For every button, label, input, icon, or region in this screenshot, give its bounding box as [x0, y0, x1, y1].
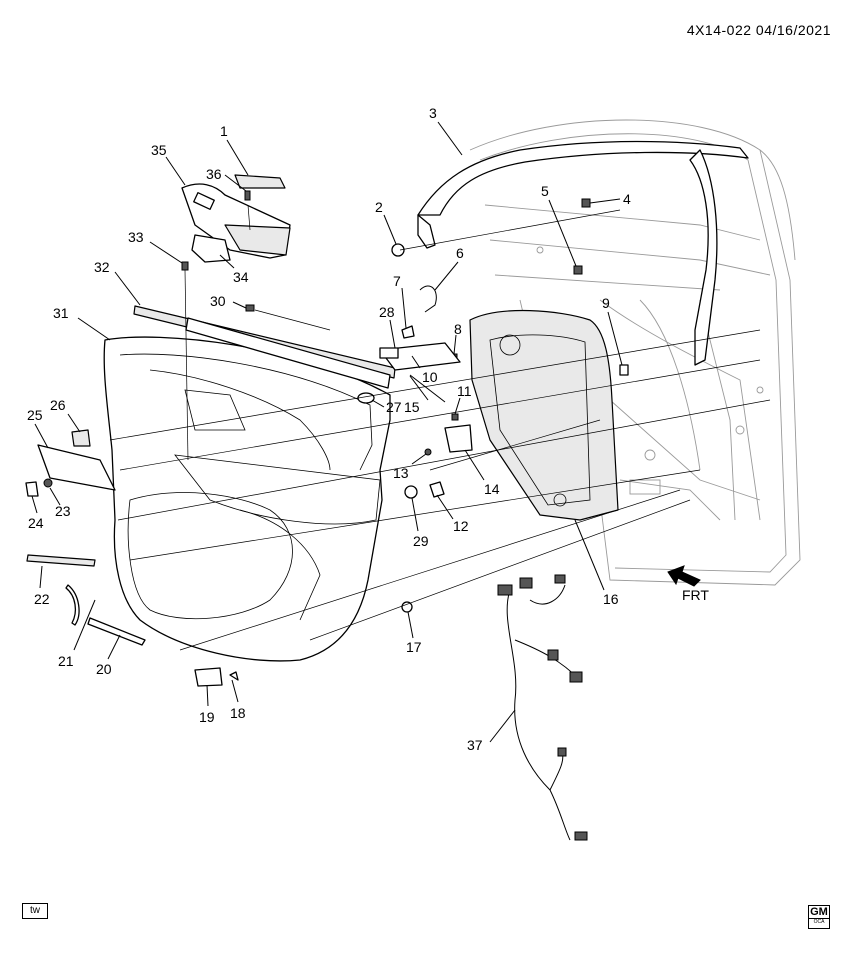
callout-17: 17 [406, 639, 422, 655]
callout-labels: 1 2 3 4 5 6 7 8 9 10 11 12 13 14 15 16 1… [27, 105, 631, 753]
front-direction-arrow: FRT [667, 565, 709, 603]
callout-15: 15 [404, 399, 420, 415]
callout-29: 29 [413, 533, 429, 549]
callout-7: 7 [393, 273, 401, 289]
callout-30: 30 [210, 293, 226, 309]
callout-36: 36 [206, 166, 222, 182]
switch-bezel [181, 183, 291, 259]
callout-14: 14 [484, 481, 500, 497]
callout-37: 37 [467, 737, 483, 753]
callout-31: 31 [53, 305, 69, 321]
callout-10: 10 [422, 369, 438, 385]
frt-label: FRT [682, 587, 709, 603]
tw-badge: tw [22, 903, 48, 919]
callout-18: 18 [230, 705, 246, 721]
callout-32: 32 [94, 259, 110, 275]
reference-lines [109, 204, 771, 651]
callout-1: 1 [220, 123, 228, 139]
callout-9: 9 [602, 295, 610, 311]
callout-20: 20 [96, 661, 112, 677]
callout-3: 3 [429, 105, 437, 121]
callout-11: 11 [457, 383, 472, 399]
callout-5: 5 [541, 183, 549, 199]
door-frame-seal [417, 140, 749, 366]
gm-logo-text: GM [810, 906, 828, 918]
callout-6: 6 [456, 245, 464, 261]
callout-13: 13 [393, 465, 409, 481]
armrest-cover [234, 174, 286, 189]
water-deflector [469, 309, 619, 521]
callout-25: 25 [27, 407, 43, 423]
callout-12: 12 [453, 518, 469, 534]
wiring-harness [497, 574, 588, 841]
gm-logo-subtext: OCA [809, 918, 829, 926]
callout-34: 34 [233, 269, 249, 285]
callout-2: 2 [375, 199, 383, 215]
callout-28: 28 [379, 304, 395, 320]
callout-8: 8 [454, 321, 462, 337]
callout-26: 26 [50, 397, 66, 413]
small-parts [25, 190, 629, 687]
door-trim-panel [103, 336, 391, 662]
callout-33: 33 [128, 229, 144, 245]
callout-19: 19 [199, 709, 215, 725]
door-inner-frame [469, 119, 801, 586]
callout-23: 23 [55, 503, 71, 519]
callout-35: 35 [151, 142, 167, 158]
callout-22: 22 [34, 591, 50, 607]
belt-molding [133, 305, 396, 389]
callout-4: 4 [623, 191, 631, 207]
callout-24: 24 [28, 515, 44, 531]
callout-16: 16 [603, 591, 619, 607]
leader-lines [31, 121, 623, 743]
callout-21: 21 [58, 653, 74, 669]
diagram-reference: 4X14-022 04/16/2021 [686, 22, 831, 38]
callout-27: 27 [386, 399, 402, 415]
